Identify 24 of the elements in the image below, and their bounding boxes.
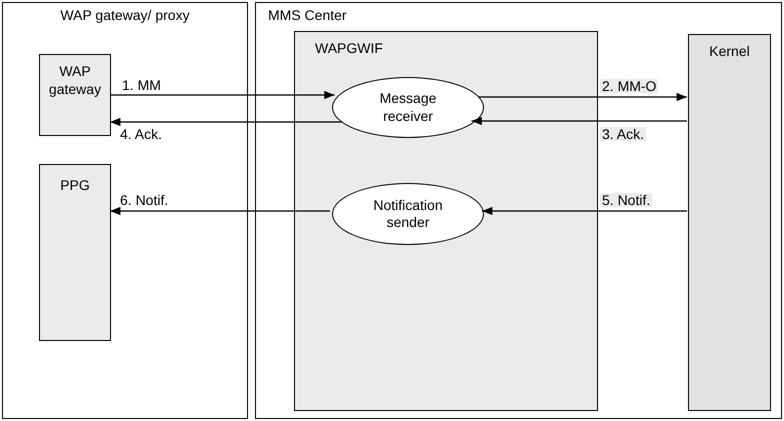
node-label: Kernel bbox=[708, 42, 751, 60]
node-label: PPG bbox=[59, 176, 91, 194]
edge-label: 2. MM-O bbox=[600, 79, 658, 93]
center-panel bbox=[255, 2, 782, 419]
arrow bbox=[110, 90, 335, 100]
gateway-panel bbox=[2, 2, 248, 419]
node-label: Message receiver bbox=[378, 90, 438, 125]
arrow bbox=[110, 118, 342, 126]
node-label: WAPGWIF bbox=[314, 39, 384, 58]
arrow bbox=[110, 206, 330, 216]
node-label: WAP gateway bbox=[48, 62, 102, 98]
node-label: Notification sender bbox=[372, 196, 444, 232]
process-box bbox=[39, 164, 111, 341]
node-label: WAP gateway/ proxy bbox=[59, 6, 191, 24]
edge-label: 5. Notif. bbox=[600, 193, 652, 207]
node-label: MMS Center bbox=[267, 6, 348, 24]
arrow bbox=[482, 206, 687, 216]
arrow bbox=[479, 92, 687, 102]
edge-label: 3. Ack. bbox=[600, 127, 646, 141]
process-box bbox=[39, 54, 111, 136]
arrow bbox=[471, 116, 687, 126]
module-box bbox=[294, 31, 598, 411]
kernel-box bbox=[688, 34, 771, 411]
edge-label: 1. MM bbox=[120, 78, 163, 92]
